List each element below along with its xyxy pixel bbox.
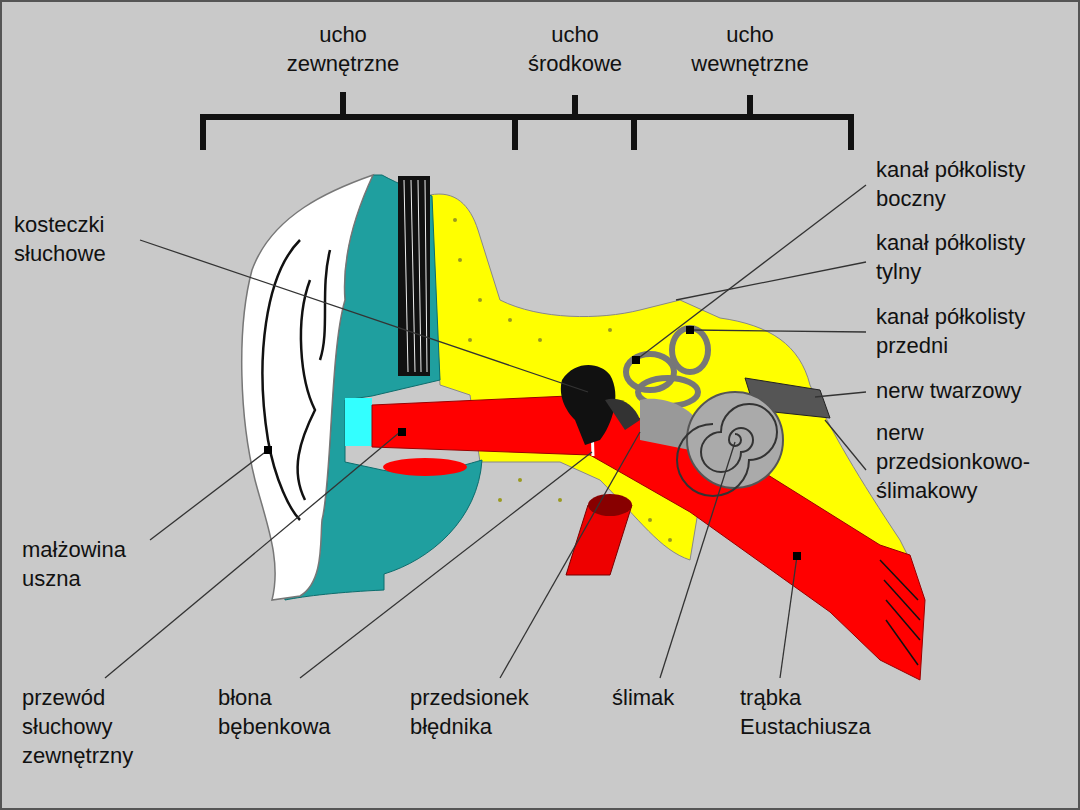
part-label: trąbka Eustachiusza xyxy=(740,683,910,741)
vessel xyxy=(566,505,632,575)
part-label: kanał półkolisty tylny xyxy=(876,228,1074,286)
temporal-bone xyxy=(430,194,910,560)
stapes xyxy=(605,399,640,430)
semicircular-canals xyxy=(626,328,708,406)
part-label: małżowina uszna xyxy=(22,535,162,593)
tube-end-hatch xyxy=(880,560,920,665)
part-label: nerw twarzowy xyxy=(876,376,1074,405)
part-label: nerw przedsionkowo-ślimakowy xyxy=(876,418,1048,505)
part-label: kanał półkolisty przedni xyxy=(876,302,1074,360)
part-label: przewód słuchowy zewnętrzny xyxy=(22,683,152,770)
part-label: ucho zewnętrzne xyxy=(273,20,413,78)
part-label: ucho środkowe xyxy=(505,20,645,78)
part-label: kanał półkolisty boczny xyxy=(876,155,1074,213)
part-label: przedsionek błędnika xyxy=(410,683,580,741)
part-label: ślimak xyxy=(612,683,722,712)
part-label: błona bębenkowa xyxy=(218,683,358,741)
muscle-hatch xyxy=(404,180,427,372)
section-bracket xyxy=(203,92,851,150)
part-label: kosteczki słuchowe xyxy=(14,210,154,268)
marker-square xyxy=(264,326,801,560)
muscle-strip xyxy=(398,176,430,376)
ossicles xyxy=(561,365,616,445)
pinna-folds xyxy=(263,240,330,520)
part-label: ucho wewnętrzne xyxy=(675,20,825,78)
cochlea-spiral xyxy=(677,404,777,496)
leader-line xyxy=(105,185,866,678)
pinna xyxy=(242,175,373,600)
canal-opening xyxy=(345,398,372,446)
cochlea xyxy=(687,392,783,488)
canal-and-tube xyxy=(372,395,925,680)
red-blob xyxy=(383,458,467,476)
bone-texture xyxy=(453,218,672,542)
